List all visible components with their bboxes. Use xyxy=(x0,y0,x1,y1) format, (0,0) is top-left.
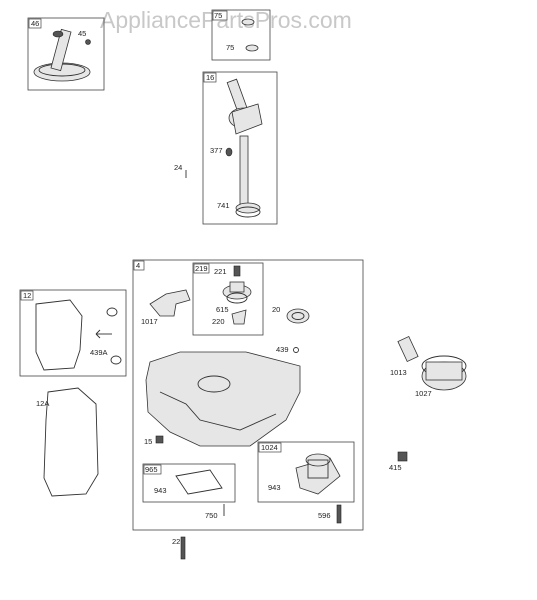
bolt-22-part[interactable] xyxy=(180,536,186,560)
group-16: 16 377 741 xyxy=(202,71,278,225)
label-1017: 1017 xyxy=(141,317,158,326)
label-615: 615 xyxy=(216,305,229,314)
group-12: 12 439A xyxy=(19,289,127,377)
group-12-tag: 12 xyxy=(23,291,31,300)
seal-20-part[interactable] xyxy=(286,308,310,324)
label-439A: 439A xyxy=(90,348,108,357)
washer-75-part[interactable] xyxy=(245,44,259,52)
group-219-tag: 219 xyxy=(195,264,208,273)
label-20: 20 xyxy=(272,305,280,314)
group-965-tag: 965 xyxy=(145,465,158,474)
label-377: 377 xyxy=(210,146,223,155)
bolt-45-part[interactable] xyxy=(85,39,91,45)
oil-filter-adapter-part[interactable] xyxy=(397,335,419,363)
plug-415-part[interactable] xyxy=(397,451,408,462)
label-22: 22 xyxy=(172,537,180,546)
label-741: 741 xyxy=(217,201,230,210)
group-1024-box xyxy=(257,441,355,503)
plug-15-part[interactable] xyxy=(155,435,164,444)
group-965: 965 943 xyxy=(142,463,236,503)
label-220: 220 xyxy=(212,317,225,326)
group-75-tag: 75 xyxy=(214,11,222,20)
group-75-box xyxy=(211,9,271,61)
label-943b: 943 xyxy=(268,483,281,492)
group-75: 75 75 xyxy=(211,9,271,61)
arrow-head xyxy=(95,329,101,339)
plug-439-part[interactable] xyxy=(293,347,299,353)
bolt-596-part[interactable] xyxy=(336,504,342,524)
gear-741-part[interactable] xyxy=(235,202,261,218)
group-1024: 1024 943 xyxy=(257,441,355,503)
key-377-part[interactable] xyxy=(225,147,233,157)
label-439: 439 xyxy=(276,345,289,354)
gasket-12-part[interactable] xyxy=(35,299,83,371)
label-15: 15 xyxy=(144,437,152,446)
oil-pump-part[interactable] xyxy=(295,453,341,495)
group-965-box xyxy=(142,463,236,503)
label-1027: 1027 xyxy=(415,389,432,398)
crankshaft-part[interactable] xyxy=(226,78,263,205)
label-24: 24 xyxy=(174,163,182,172)
label-943a: 943 xyxy=(154,486,167,495)
group-12-box xyxy=(19,289,127,377)
group-4-box xyxy=(132,259,364,531)
governor-part[interactable] xyxy=(222,281,252,304)
oil-filter-part[interactable] xyxy=(421,355,467,391)
label-1013: 1013 xyxy=(390,368,407,377)
seal-part[interactable] xyxy=(241,18,255,26)
label-415: 415 xyxy=(389,463,402,472)
group-16-box xyxy=(202,71,278,225)
camshaft-gear-part[interactable] xyxy=(33,28,91,82)
gasket-943-part[interactable] xyxy=(175,469,223,495)
group-46: 46 45 xyxy=(27,17,105,91)
label-75: 75 xyxy=(226,43,234,52)
gasket-12A-part[interactable] xyxy=(43,387,99,497)
label-221: 221 xyxy=(214,267,227,276)
group-16-tag: 16 xyxy=(206,73,214,82)
label-596: 596 xyxy=(318,511,331,520)
label-45: 45 xyxy=(78,29,86,38)
lever-220-part[interactable] xyxy=(231,309,247,325)
label-750: 750 xyxy=(205,511,218,520)
plug-439A-part[interactable] xyxy=(110,355,122,365)
seal-ring-part[interactable] xyxy=(106,307,118,317)
group-4: 4 219 221 615 220 1017 20 439 xyxy=(132,259,364,531)
sump-body-part[interactable] xyxy=(145,351,301,447)
group-46-box xyxy=(27,17,105,91)
group-46-tag: 46 xyxy=(31,19,39,28)
group-219: 219 221 615 220 xyxy=(192,262,264,336)
group-1024-tag: 1024 xyxy=(261,443,278,452)
label-12A: 12A xyxy=(36,399,49,408)
group-4-tag: 4 xyxy=(136,261,140,270)
group-219-box xyxy=(192,262,264,336)
bracket-1017-part[interactable] xyxy=(149,289,191,317)
bolt-221-part[interactable] xyxy=(233,265,241,277)
